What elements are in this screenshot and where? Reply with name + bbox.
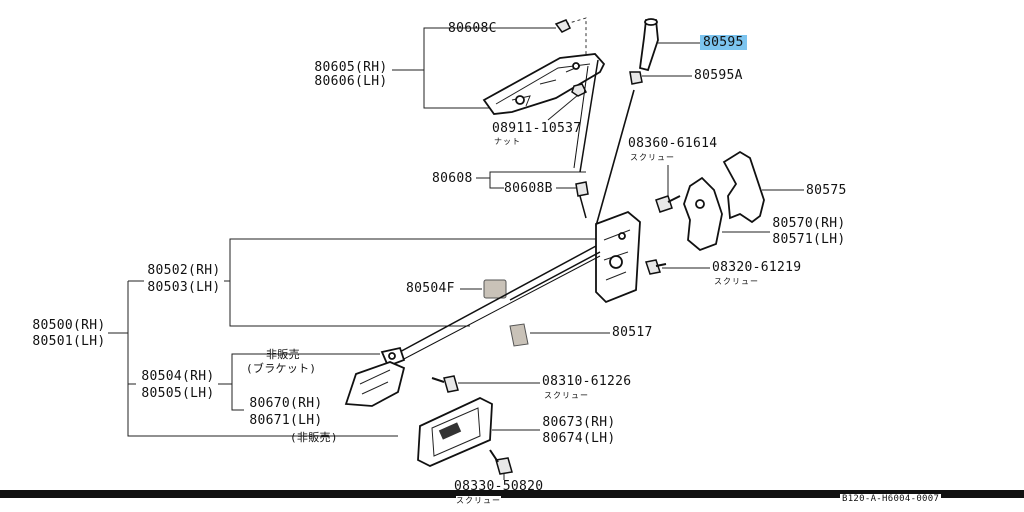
label-08330: 08330-50820 [454,479,544,494]
outside-handle [482,53,606,115]
screw-08310 [431,375,459,393]
screw-08330 [489,449,513,475]
label-08360: 08360-61614 [628,136,718,151]
label-bracket: (ブラケット) [246,362,317,375]
label-80608: 80608 [432,171,473,186]
clip-80608c [554,19,572,33]
label-80670: 80670(RH) [249,396,323,411]
label-not-sold-paren: (非販売) [290,431,338,444]
label-80595: 80595 [700,35,747,50]
label-08911: 08911-10537 [492,121,582,136]
screw-08320 [645,259,667,275]
label-screw-08360: スクリュー [630,153,675,162]
label-nut: ナット [494,137,521,146]
screw-08360 [655,195,681,213]
label-not-sold: 非販売 [266,348,300,361]
door-lock-assembly [595,210,641,304]
label-80500: 80500(RH) [32,318,106,333]
leader-lines [108,27,804,480]
bottom-bar [0,490,1024,498]
cover-80575 [722,150,765,224]
label-80504: 80504(RH) [141,369,215,384]
label-screw-08320: スクリュー [714,277,759,286]
bezel-80673 [417,397,493,467]
label-80608b: 80608B [504,181,553,196]
pad-80504f [483,279,507,299]
label-80606: 80606(LH) [314,74,388,89]
label-80671: 80671(LH) [249,413,323,428]
label-80608c: 80608C [448,21,497,36]
lock-knob [629,18,659,85]
label-80571: 80571(LH) [772,232,846,247]
label-80570: 80570(RH) [772,216,846,231]
label-80595a: 80595A [694,68,743,83]
label-08320: 08320-61219 [712,260,802,275]
pad-80517 [509,323,529,347]
label-80502: 80502(RH) [147,263,221,278]
label-80504f: 80504F [406,281,455,296]
drawing-number: B120-A-H6004-0007 [840,494,942,504]
label-80501: 80501(LH) [32,334,106,349]
label-80503: 80503(LH) [147,280,221,295]
label-08310: 08310-61226 [542,374,632,389]
nut-08911 [571,83,588,97]
protector-80570 [683,176,723,252]
label-80505: 80505(LH) [141,386,215,401]
label-screw-08330: スクリュー [456,496,501,505]
label-80605: 80605(RH) [314,60,388,75]
label-80674: 80674(LH) [542,431,616,446]
label-80673: 80673(RH) [542,415,616,430]
label-80517: 80517 [612,325,653,340]
inside-handle [344,346,406,407]
label-screw-08310: スクリュー [544,391,589,400]
clip-80608b [575,181,589,197]
label-80575: 80575 [806,183,847,198]
